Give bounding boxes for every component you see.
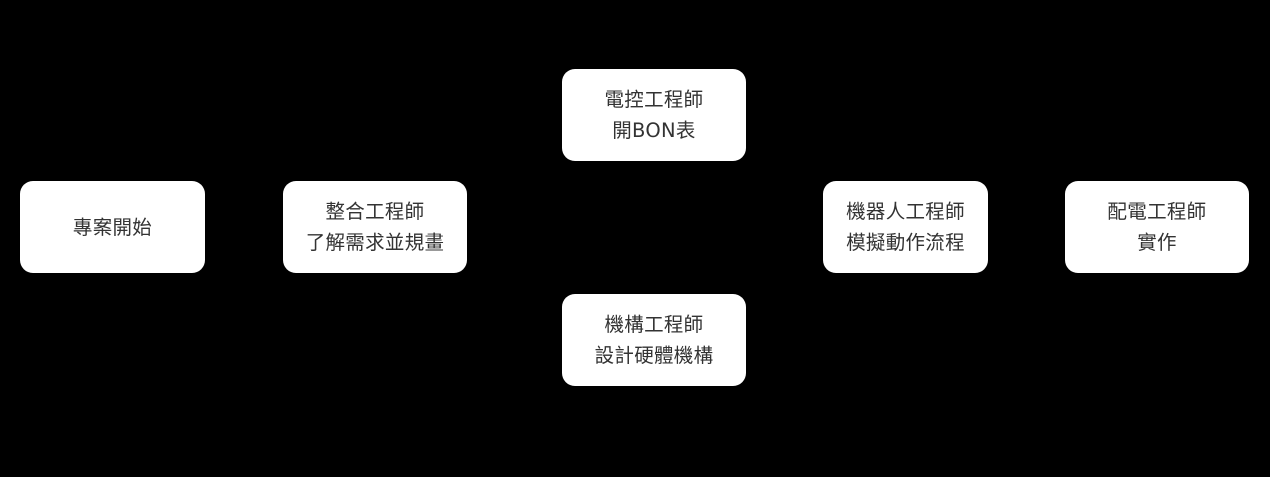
edge-mechanism-to-robot: [745, 226, 824, 341]
node-power-distribution-engineer[interactable]: 配電工程師 實作: [1065, 181, 1249, 273]
edge-integration-to-electrical: [466, 114, 563, 228]
node-electrical-control-engineer[interactable]: 電控工程師 開BON表: [562, 69, 746, 161]
node-project-start[interactable]: 專案開始: [20, 181, 205, 273]
node-label-project-start: 專案開始: [72, 215, 153, 239]
edge-electrical-to-robot: [745, 114, 824, 228]
node-label-integration-engineer: 整合工程師 了解需求並規畫: [305, 200, 445, 254]
node-robot-engineer[interactable]: 機器人工程師 模擬動作流程: [823, 181, 988, 273]
edge-integration-to-mechanism: [466, 226, 563, 341]
node-label-electrical-control-engineer: 電控工程師 開BON表: [604, 88, 704, 142]
node-mechanism-engineer[interactable]: 機構工程師 設計硬體機構: [562, 294, 746, 386]
node-label-power-distribution-engineer: 配電工程師 實作: [1107, 200, 1207, 254]
node-label-robot-engineer: 機器人工程師 模擬動作流程: [846, 200, 965, 254]
node-integration-engineer[interactable]: 整合工程師 了解需求並規畫: [283, 181, 467, 273]
node-label-mechanism-engineer: 機構工程師 設計硬體機構: [594, 313, 714, 367]
